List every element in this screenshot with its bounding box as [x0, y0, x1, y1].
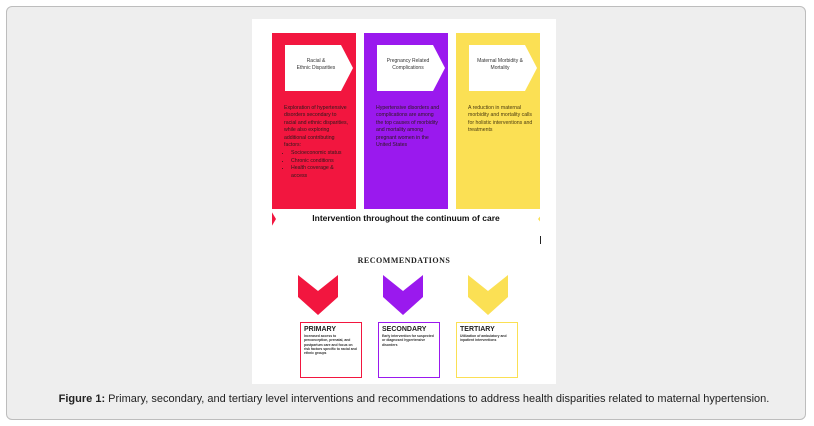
chevron-down-icon — [298, 275, 338, 315]
caption-text: Primary, secondary, and tertiary level i… — [108, 393, 770, 405]
recommendations-heading: RECOMMENDATIONS — [357, 256, 451, 265]
tag-label: Racial & Ethnic Disparities — [296, 58, 336, 71]
box-text: Early intervention for suspected or diag… — [382, 334, 434, 347]
primary-box: PRIMARY Increased access to preconceptio… — [300, 322, 362, 378]
column-description: A reduction in maternal morbidity and mo… — [468, 105, 533, 134]
figure-caption: Figure 1: Primary, secondary, and tertia… — [27, 392, 801, 406]
divider-tick — [540, 236, 541, 244]
tag-label: Pregnancy Related Complications — [386, 58, 430, 71]
chevron-down-icon — [383, 275, 423, 315]
factor-list: Socioeconomic status Chronic conditions … — [284, 150, 350, 180]
chevron-down-icon — [468, 275, 508, 315]
box-title: TERTIARY — [460, 326, 495, 333]
column-racial-ethnic: Racial & Ethnic Disparities Exploration … — [272, 33, 356, 229]
figure-image: Racial & Ethnic Disparities Exploration … — [252, 19, 556, 384]
column-description: Hypertensive disorders and complications… — [376, 105, 440, 149]
figure-panel: Racial & Ethnic Disparities Exploration … — [6, 6, 806, 420]
column-maternal-mortality: Maternal Morbidity & Mortality A reducti… — [456, 33, 540, 229]
column-description: Exploration of hypertensive disorders se… — [284, 105, 350, 180]
column-pregnancy-complications: Pregnancy Related Complications Hyperten… — [364, 33, 448, 229]
tertiary-box: TERTIARY Utilization of ambulatory and i… — [456, 322, 518, 378]
secondary-box: SECONDARY Early intervention for suspect… — [378, 322, 440, 378]
box-title: PRIMARY — [304, 326, 337, 333]
banner-label: Intervention throughout the continuum of… — [312, 213, 500, 223]
box-title: SECONDARY — [382, 326, 427, 333]
list-item: Chronic conditions — [291, 158, 350, 165]
list-item: Health coverage & access — [291, 165, 350, 180]
tag-arrow: Pregnancy Related Complications — [377, 45, 445, 91]
list-item: Socioeconomic status — [291, 150, 350, 157]
tag-label: Maternal Morbidity & Mortality — [477, 58, 523, 71]
tag-arrow: Racial & Ethnic Disparities — [285, 45, 353, 91]
box-text: Utilization of ambulatory and inpatient … — [460, 334, 507, 343]
continuum-banner: Intervention throughout the continuum of… — [266, 209, 546, 229]
caption-label: Figure 1: — [58, 393, 106, 405]
tag-arrow: Maternal Morbidity & Mortality — [469, 45, 537, 91]
box-text: Increased access to preconception, prena… — [304, 334, 357, 356]
description-text: Exploration of hypertensive disorders se… — [284, 105, 349, 149]
